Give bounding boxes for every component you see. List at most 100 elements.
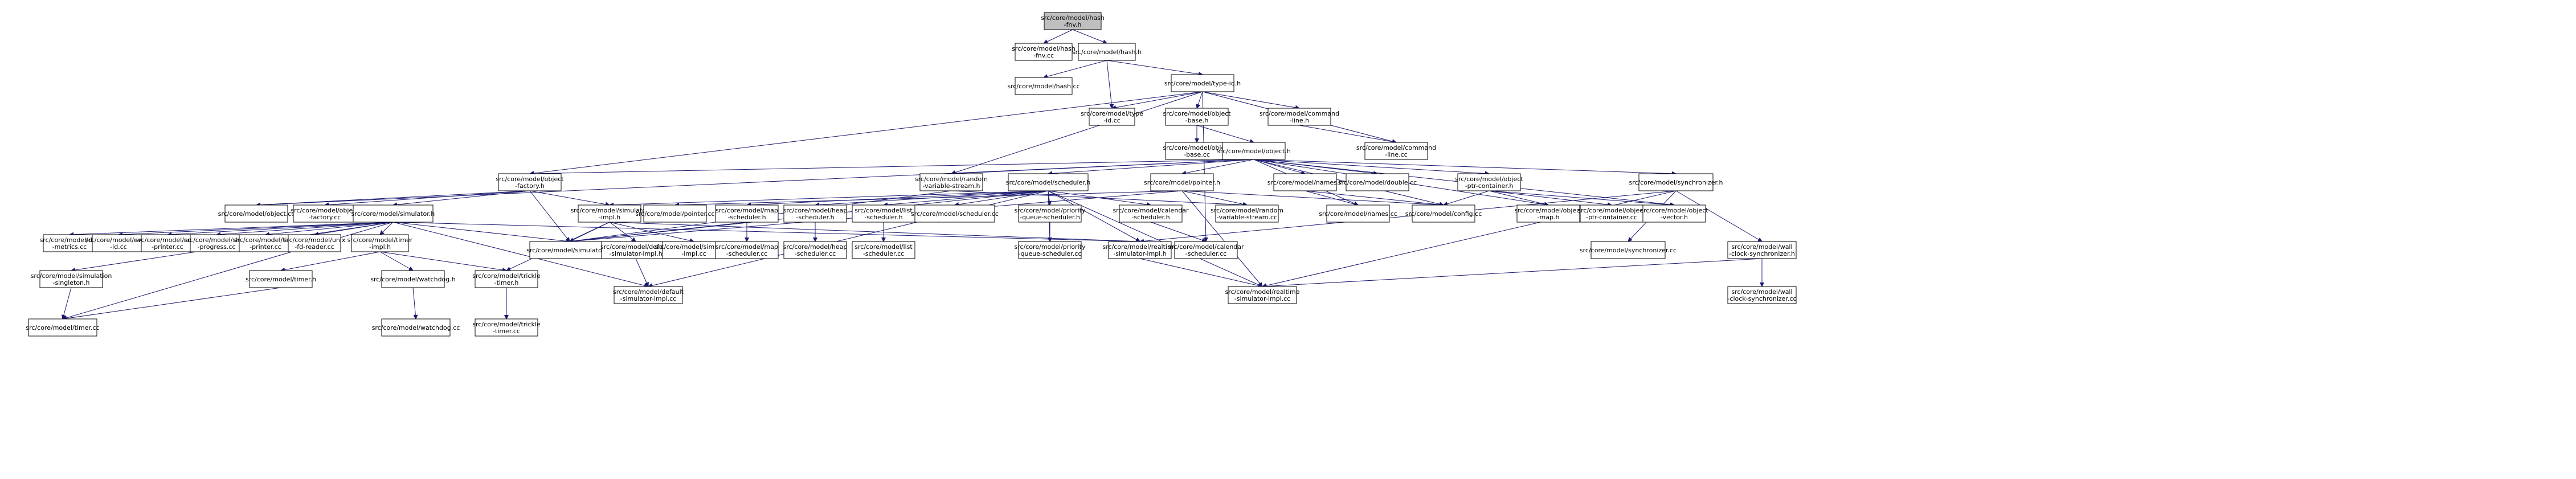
node-pqsched_cc[interactable]: src/core/model/priority-queue-scheduler.… [1015, 241, 1086, 259]
node-trickle_h[interactable]: src/core/model/trickle-timer.h [472, 270, 541, 288]
node-heapsched_h[interactable]: src/core/model/heap-scheduler.h [783, 204, 848, 223]
node-box[interactable] [715, 241, 779, 259]
node-wallclock_h[interactable]: src/core/model/wall-clock-synchronizer.h [1727, 241, 1797, 259]
node-hash_cc[interactable]: src/core/model/hash.cc [1007, 77, 1080, 95]
node-box[interactable] [1171, 74, 1234, 92]
node-eventid_cc[interactable]: src/core/model/event-id.cc [85, 234, 152, 252]
node-box[interactable] [1015, 43, 1073, 61]
node-simulator_cc[interactable]: src/core/model/simulator.cc [526, 241, 613, 259]
node-objfactory_cc[interactable]: src/core/model/object-factory.cc [291, 204, 359, 223]
node-hash_h[interactable]: src/core/model/hash.h [1072, 43, 1142, 61]
node-box[interactable] [1642, 204, 1706, 223]
node-simulator_h[interactable]: src/core/model/simulator.h [351, 204, 435, 223]
node-simimpl_h[interactable]: src/core/model/simulator-impl.h [570, 204, 649, 223]
node-box[interactable] [1228, 286, 1297, 304]
node-config_cc[interactable]: src/core/model/config.cc [1405, 204, 1482, 223]
node-box[interactable] [578, 204, 641, 223]
node-simimpl_cc[interactable]: src/core/model/simulator-impl.cc [655, 241, 733, 259]
node-box[interactable] [1590, 241, 1666, 259]
node-box[interactable] [381, 318, 451, 337]
node-timeprinter_cc[interactable]: src/core/model/time-printer.cc [234, 234, 297, 252]
node-box[interactable] [643, 204, 707, 223]
node-heapsched_cc[interactable]: src/core/model/heap-scheduler.cc [783, 241, 848, 259]
node-box[interactable] [190, 234, 243, 252]
node-synchronizer_cc[interactable]: src/core/model/synchronizer.cc [1580, 241, 1677, 259]
node-names_cc[interactable]: src/core/model/names.cc [1319, 204, 1397, 223]
node-showprog_cc[interactable]: src/core/model/show-progress.cc [184, 234, 249, 252]
node-box[interactable] [1018, 241, 1082, 259]
node-box[interactable] [353, 204, 434, 223]
node-watchdog_cc[interactable]: src/core/model/watchdog.cc [372, 318, 460, 337]
node-synchronizer_h[interactable]: src/core/model/synchronizer.h [1629, 173, 1723, 191]
node-typeid_h[interactable]: src/core/model/type-id.h [1164, 74, 1241, 92]
node-box[interactable] [601, 241, 670, 259]
node-rtsimimpl_cc[interactable]: src/core/model/realtime-simulator-impl.c… [1225, 286, 1300, 304]
node-object_h[interactable]: src/core/model/object.h [1217, 142, 1291, 160]
node-calsched_h[interactable]: src/core/model/calendar-scheduler.h [1113, 204, 1189, 223]
node-defsimimpl_h[interactable]: src/core/model/default-simulator-impl.h [600, 241, 672, 259]
node-cmdline_cc[interactable]: src/core/model/command-line.cc [1356, 142, 1436, 160]
node-box[interactable] [852, 241, 915, 259]
node-calsched_cc[interactable]: src/core/model/calendar-scheduler.cc [1168, 241, 1244, 259]
node-double_cc[interactable]: src/core/model/double.cc [1338, 173, 1417, 191]
node-scheduler_h[interactable]: src/core/model/scheduler.h [1006, 173, 1091, 191]
node-objfactory_h[interactable]: src/core/model/object-factory.h [496, 173, 564, 191]
node-box[interactable] [662, 241, 726, 259]
node-box[interactable] [1267, 108, 1331, 126]
node-simsingleton_h[interactable]: src/core/model/simulation-singleton.h [31, 270, 112, 288]
node-listsched_h[interactable]: src/core/model/list-scheduler.h [852, 204, 915, 223]
node-hashfnv_h[interactable]: src/core/model/hash-fnv.h [1041, 12, 1105, 30]
node-box[interactable] [92, 234, 145, 252]
node-box[interactable] [1326, 204, 1390, 223]
node-box[interactable] [919, 173, 983, 191]
node-box[interactable] [1015, 77, 1073, 95]
node-box[interactable] [1150, 173, 1214, 191]
node-desmetrics_cc[interactable]: src/core/model/des-metrics.cc [40, 234, 100, 252]
node-box[interactable] [783, 241, 847, 259]
node-box[interactable] [1457, 173, 1521, 191]
node-box[interactable] [351, 234, 409, 252]
node-box[interactable] [224, 204, 288, 223]
node-watchdog_h[interactable]: src/core/model/watchdog.h [370, 270, 456, 288]
node-box[interactable] [614, 286, 683, 304]
node-box[interactable] [1119, 204, 1183, 223]
node-box[interactable] [1089, 108, 1135, 126]
node-box[interactable] [1018, 204, 1082, 223]
node-box[interactable] [1412, 204, 1475, 223]
node-pointer_cc[interactable]: src/core/model/pointer.cc [635, 204, 715, 223]
node-box[interactable] [1078, 43, 1136, 61]
node-box[interactable] [1346, 173, 1409, 191]
node-defsimimpl_cc[interactable]: src/core/model/default-simulator-impl.cc [613, 286, 684, 304]
node-cmdline_h[interactable]: src/core/model/command-line.h [1260, 108, 1339, 126]
node-objvector_h[interactable]: src/core/model/object-vector.h [1640, 204, 1708, 223]
node-scheduler_cc[interactable]: src/core/model/scheduler.cc [911, 204, 999, 223]
node-timer_cc[interactable]: src/core/model/timer.cc [26, 318, 100, 337]
node-box[interactable] [498, 173, 562, 191]
node-mapsched_h[interactable]: src/core/model/map-scheduler.h [715, 204, 779, 223]
node-box[interactable] [288, 234, 341, 252]
node-box[interactable] [1174, 241, 1238, 259]
node-mapsched_cc[interactable]: src/core/model/map-scheduler.cc [715, 241, 779, 259]
node-randvar_h[interactable]: src/core/model/random-variable-stream.h [915, 173, 988, 191]
node-rtsimimpl_h[interactable]: src/core/model/realtime-simulator-impl.h [1103, 241, 1177, 259]
node-trickle_cc[interactable]: src/core/model/trickle-timer.cc [472, 318, 541, 337]
node-box[interactable] [43, 234, 96, 252]
node-box[interactable] [1638, 173, 1714, 191]
node-box[interactable] [1727, 241, 1797, 259]
node-typeid_cc[interactable]: src/core/model/type-id.cc [1081, 108, 1143, 126]
node-timerimpl_h[interactable]: src/core/model/timer-impl.h [347, 234, 413, 252]
node-box[interactable] [1727, 286, 1797, 304]
node-listsched_cc[interactable]: src/core/model/list-scheduler.cc [852, 241, 915, 259]
node-box[interactable] [1516, 204, 1580, 223]
node-wallclock_cc[interactable]: src/core/model/wall-clock-synchronizer.c… [1727, 286, 1797, 304]
node-box[interactable] [1165, 108, 1229, 126]
node-box[interactable] [239, 234, 292, 252]
node-box[interactable] [1008, 173, 1089, 191]
node-box[interactable] [783, 204, 847, 223]
node-object_cc[interactable]: src/core/model/object.cc [218, 204, 295, 223]
node-box[interactable] [1222, 142, 1286, 160]
node-box[interactable] [715, 204, 779, 223]
node-box[interactable] [475, 318, 538, 337]
node-pqsched_h[interactable]: src/core/model/priority-queue-scheduler.… [1015, 204, 1086, 223]
node-box[interactable] [1215, 204, 1279, 223]
